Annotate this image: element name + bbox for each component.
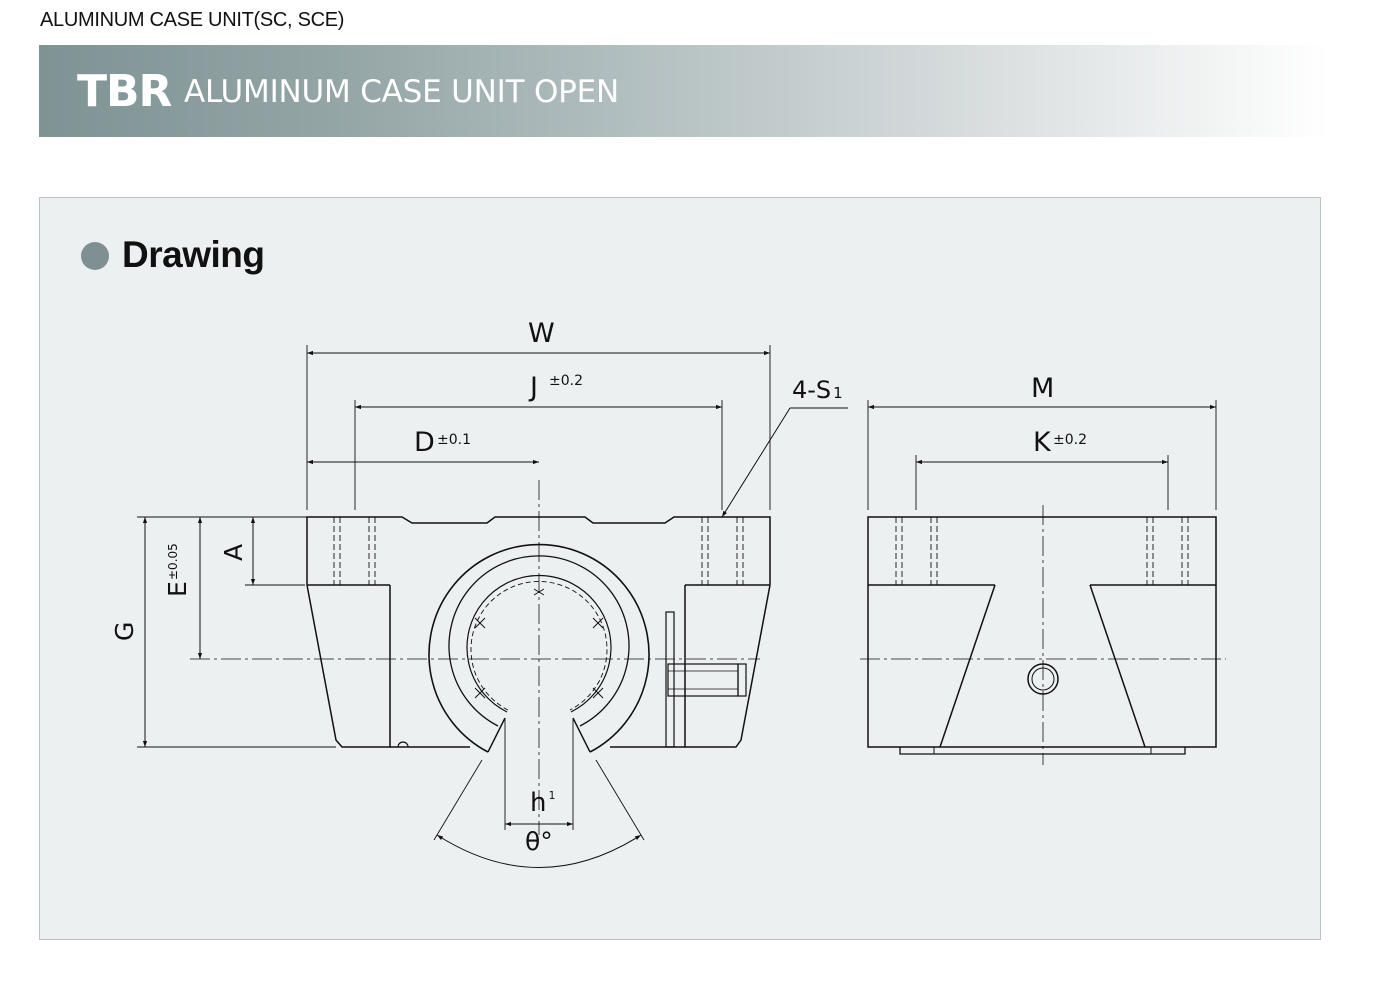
dim-K-tolerance: ±0.2 [1053,432,1087,448]
dim-J-label: J [528,372,538,403]
header-code: TBR [77,66,172,117]
top-caption: ALUMINUM CASE UNIT(SC, SCE) [40,9,345,31]
dim-D-label: D [414,427,435,458]
dim-J-tolerance: ±0.2 [549,373,583,389]
dim-E-label: E [163,581,192,597]
dim-K-label: K [1033,427,1052,458]
bullet-dot-icon [81,242,109,270]
dim-D-tolerance: ±0.1 [437,432,471,448]
dim-A-label: A [219,544,248,561]
dim-E-tolerance: ±0.05 [166,543,180,580]
dim-M-label: M [1031,373,1054,404]
dim-W-label: W [528,318,555,349]
section-title: Drawing [122,234,265,275]
dim-theta-label: θ° [525,827,553,856]
header-band: TBR ALUMINUM CASE UNIT OPEN [39,45,1329,137]
dim-G-label: G [110,622,139,641]
header-title: ALUMINUM CASE UNIT OPEN [184,74,620,110]
